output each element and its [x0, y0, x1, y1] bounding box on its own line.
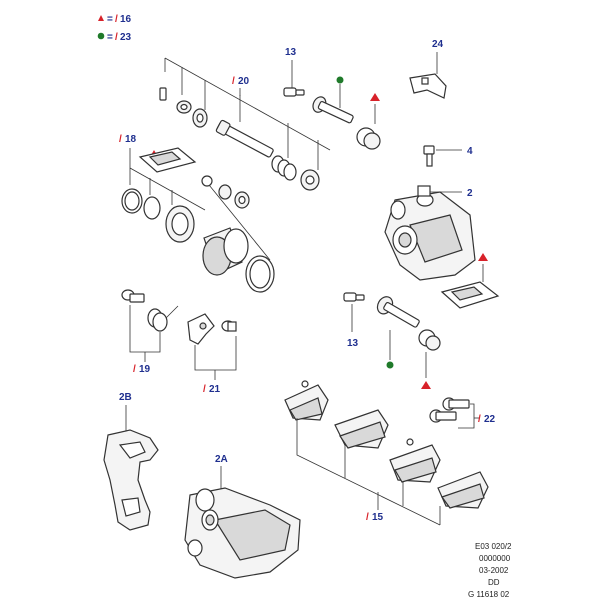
ref-line-5: G 11618 02 — [468, 590, 510, 599]
caliper-assembly-group: 4 2 — [384, 145, 476, 281]
green-marker-icon — [336, 76, 344, 84]
label-15: 15 — [372, 512, 384, 523]
label-20-slash: / — [232, 76, 235, 87]
top-triangle-icon — [370, 93, 380, 101]
bleeder-screw — [218, 184, 232, 200]
legend-circle-icon — [97, 32, 105, 40]
guide-bolt-top — [283, 87, 305, 97]
bleeder-valve — [121, 289, 145, 303]
bushing-21 — [221, 320, 237, 332]
dust-cap — [356, 127, 381, 150]
guide-sleeve — [312, 96, 354, 124]
retaining-clip — [143, 196, 161, 220]
ref-line-1: E03 020/2 — [475, 542, 512, 551]
guide-bolt-mid-group: 13 — [343, 292, 441, 389]
grease-packet-right-group — [440, 253, 500, 309]
spring — [271, 155, 297, 181]
small-bracket — [187, 313, 215, 345]
legend: = / 16 = / 23 — [97, 14, 132, 43]
guide-pin-mid — [376, 296, 420, 328]
brake-pad-1 — [284, 380, 329, 421]
brake-pads-group: / 15 — [284, 380, 489, 526]
label-4: 4 — [467, 146, 473, 157]
label-22-slash: / — [478, 414, 481, 425]
seal-kit-group: / 18 — [119, 134, 206, 243]
guide-bolt-mid — [343, 292, 365, 302]
ref-line-3: 03-2002 — [479, 566, 509, 575]
legend-triangle-equals: = — [107, 14, 113, 25]
guide-bolt-top-group: 13 — [283, 47, 381, 150]
label-21: 21 — [209, 384, 221, 395]
guide-pin — [215, 119, 274, 158]
caliper-bracket-2b-group: 2B — [103, 392, 159, 531]
retaining-clip-24 — [409, 73, 447, 99]
label-13-top: 13 — [285, 47, 297, 58]
bolt-22-lower — [429, 409, 457, 423]
label-18: 18 — [125, 134, 137, 145]
legend-triangle-number: 16 — [120, 14, 132, 25]
small-pin — [159, 87, 167, 101]
guide-pin-kit-group: / 20 — [159, 57, 331, 191]
label-24: 24 — [432, 39, 444, 50]
label-2: 2 — [467, 188, 473, 199]
label-19-slash: / — [133, 364, 136, 375]
legend-circle-equals: = — [107, 32, 113, 43]
spring-clip — [147, 305, 179, 332]
label-19: 19 — [139, 364, 151, 375]
brake-pad-2 — [334, 409, 389, 449]
label-18-slash: / — [119, 134, 122, 145]
bleeder-kit-group: / 19 — [121, 289, 179, 375]
label-13-mid: 13 — [347, 338, 359, 349]
caliper-housing-2a — [184, 487, 301, 579]
sleeve-mid — [418, 329, 441, 351]
brake-caliper — [384, 185, 476, 281]
legend-triangle-slash: / — [115, 14, 118, 25]
label-21-slash: / — [203, 384, 206, 395]
legend-circle-number: 23 — [120, 32, 132, 43]
brake-pad-4 — [437, 471, 489, 509]
legend-circle-slash: / — [115, 32, 118, 43]
bleed-screw-4 — [423, 145, 435, 167]
ref-line-4: DD — [488, 578, 500, 587]
mid-green-marker-icon — [386, 361, 394, 369]
right-triangle-icon — [478, 253, 488, 261]
caliper-housing-2a-group: 2A — [184, 454, 301, 579]
label-22: 22 — [484, 414, 496, 425]
ref-line-2: 0000000 — [479, 554, 511, 563]
caliper-piston — [202, 227, 249, 276]
brake-pad-3 — [389, 438, 441, 483]
clip-24-group: 24 — [409, 39, 447, 99]
reference-block: E03 020/2 0000000 03-2002 DD G 11618 02 — [468, 542, 512, 599]
bolt-22-upper — [442, 397, 470, 411]
bleeder-cap — [201, 175, 213, 187]
label-2b: 2B — [119, 392, 132, 403]
bracket-kit-21-group: / 21 — [187, 313, 237, 395]
label-15-slash: / — [366, 512, 369, 523]
mid-triangle-icon — [421, 381, 431, 389]
label-2a: 2A — [215, 454, 228, 465]
label-20: 20 — [238, 76, 250, 87]
piston-group — [201, 175, 275, 293]
bolts-22-group: / 22 — [429, 397, 496, 429]
caliper-bracket-2b — [103, 429, 159, 531]
legend-triangle-icon — [98, 15, 104, 21]
